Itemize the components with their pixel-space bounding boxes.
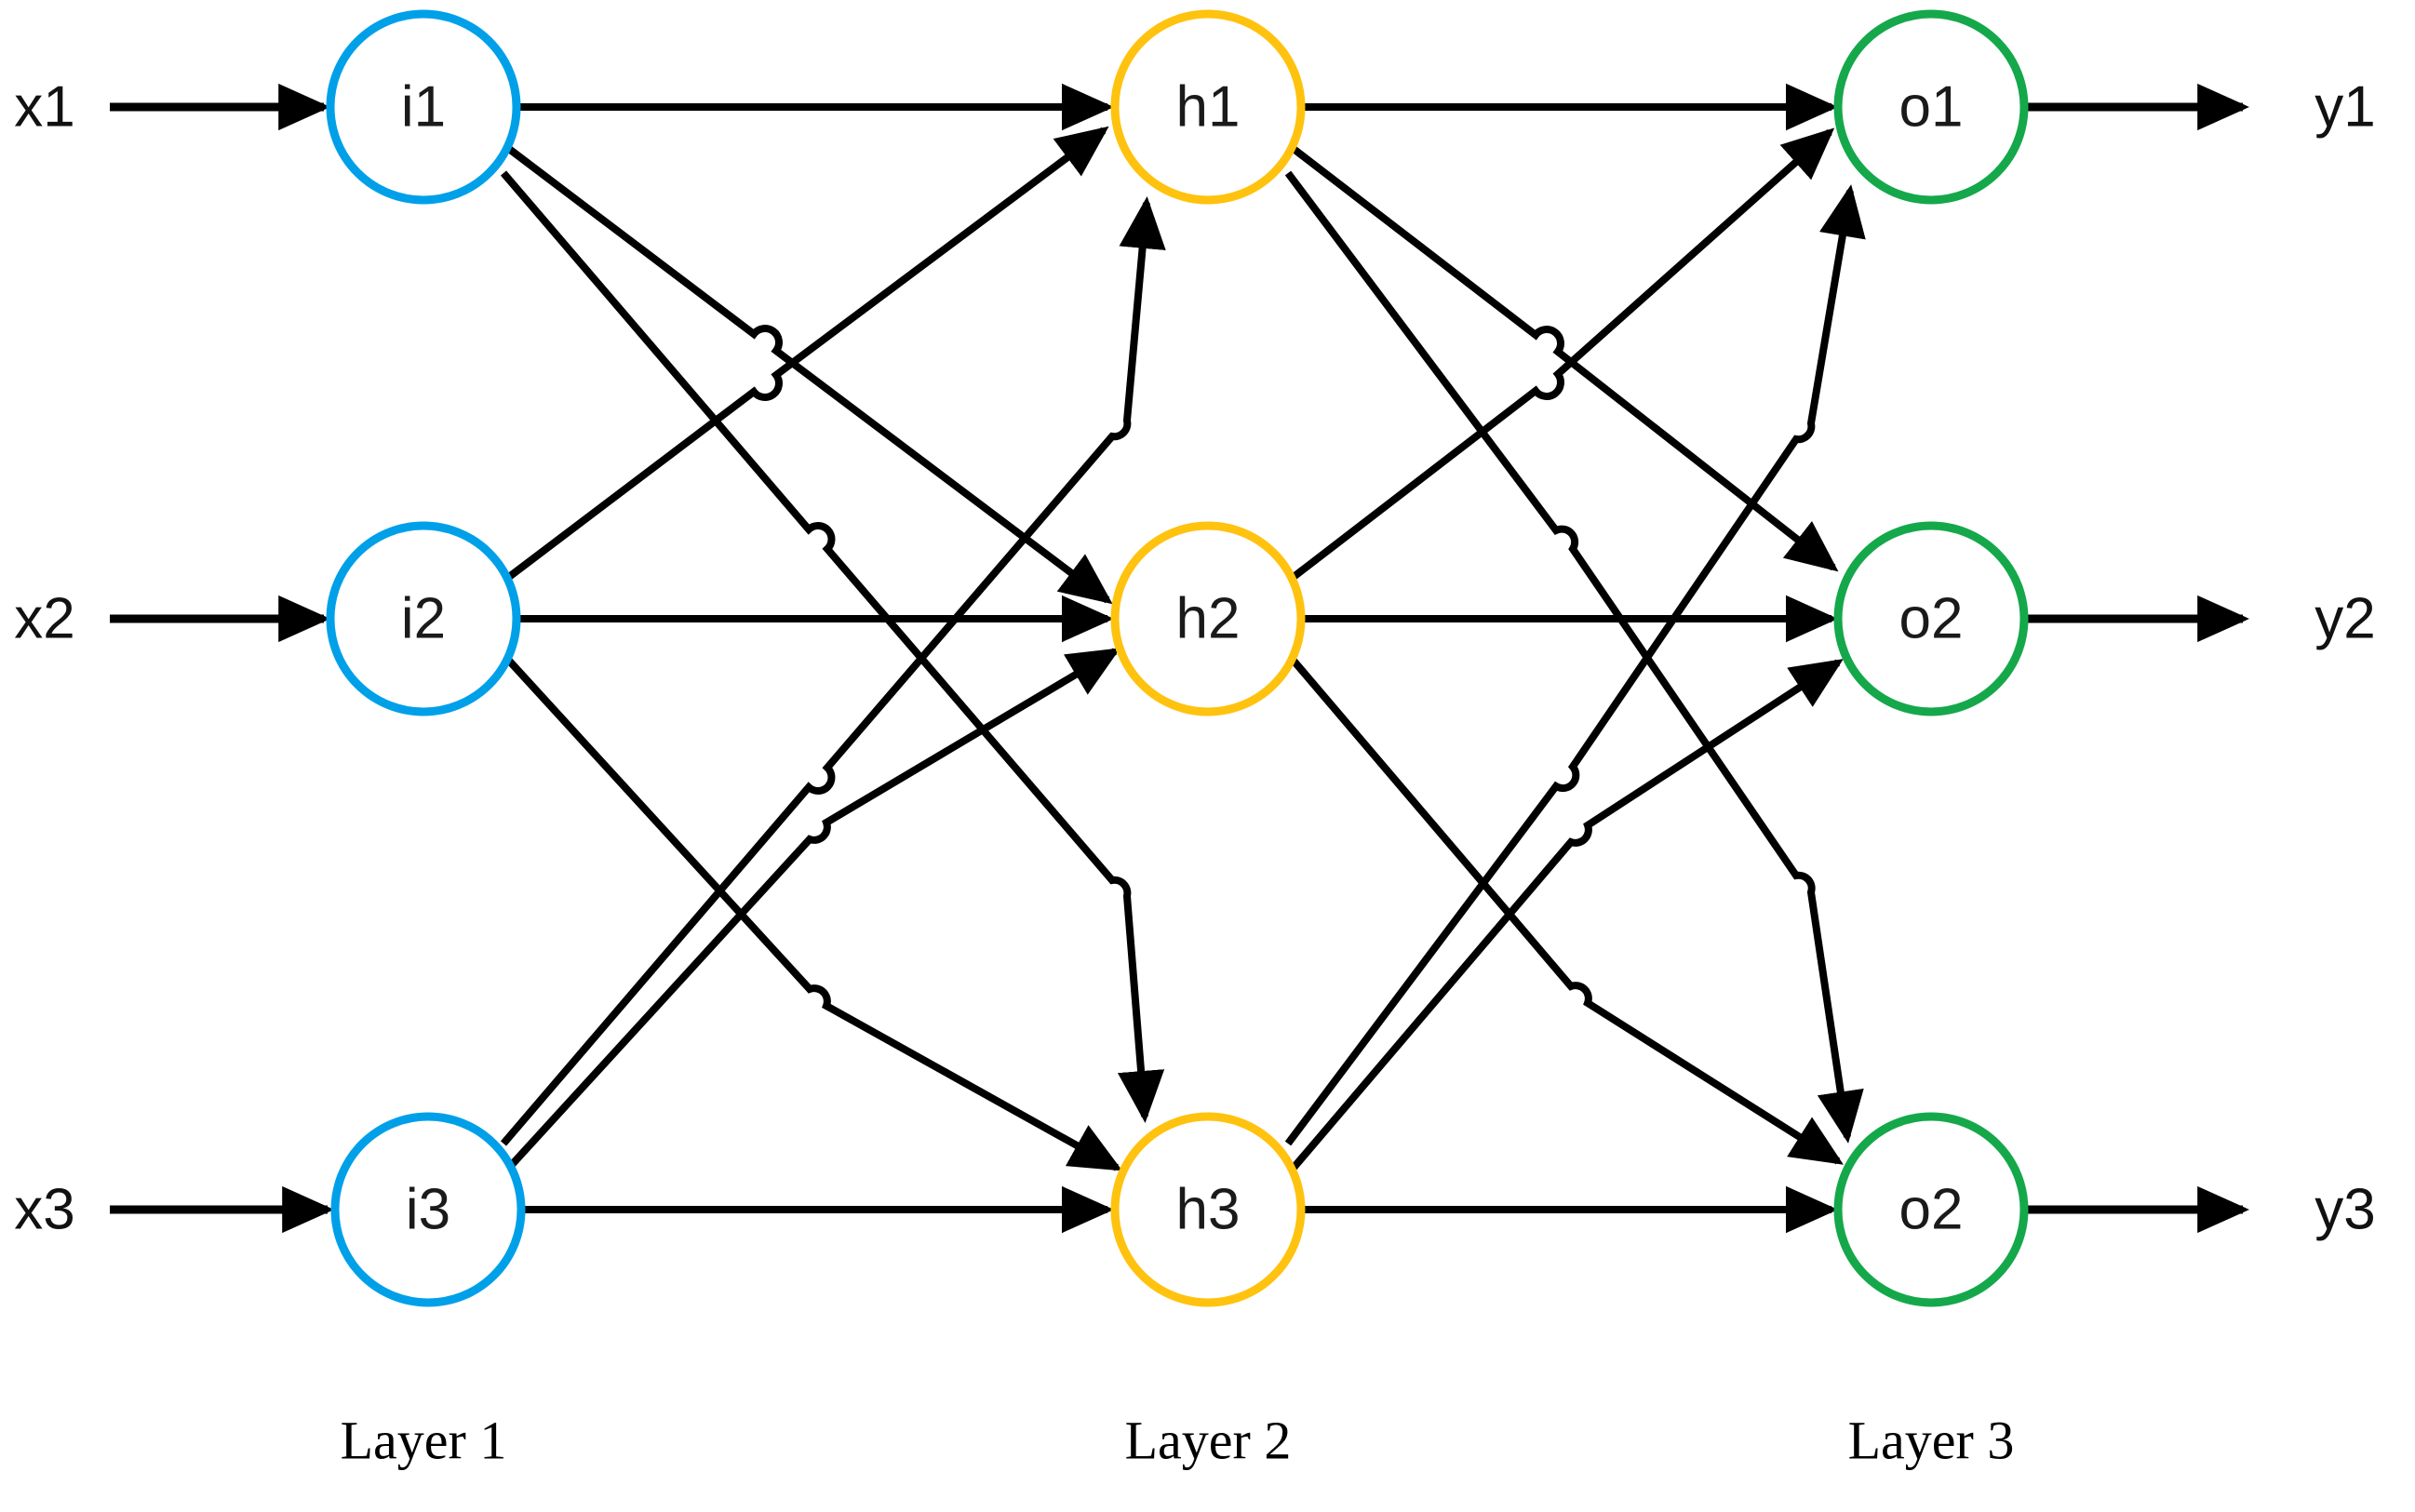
node-circle-i2[interactable] (326, 521, 521, 716)
node-label-o1: o1 (1899, 75, 1964, 140)
edge-i3-h1 (500, 196, 1166, 1146)
node-group-layer2: h1 h2 h3 (1110, 9, 1306, 1307)
node-h1[interactable]: h1 (1110, 9, 1306, 205)
edge-h1-o2-bottom (1284, 170, 1864, 1144)
node-label-o2-mid: o2 (1899, 587, 1964, 651)
node-label-i2: i2 (401, 587, 446, 651)
edge-group-hidden-to-output (1284, 83, 1866, 1234)
edge-i1-h3 (500, 170, 1165, 1123)
layer-caption-2: Layer 2 (1125, 1411, 1292, 1471)
edge-i2-h1 (506, 126, 1109, 581)
output-label-y2: y2 (2314, 587, 2375, 651)
input-label-x3: x3 (14, 1178, 74, 1242)
layer-caption-1: Layer 1 (341, 1411, 507, 1471)
edge-group-input-to-hidden (500, 83, 1166, 1234)
node-circle-o2-mid[interactable] (1833, 521, 2029, 716)
node-h2[interactable]: h2 (1110, 521, 1306, 716)
node-o2-mid[interactable]: o2 (1833, 521, 2029, 716)
output-arrow-group (2027, 83, 2249, 1234)
layer-caption-group: Layer 1 Layer 2 Layer 3 (341, 1411, 2015, 1471)
node-i1[interactable]: i1 (326, 9, 521, 205)
input-label-x1: x1 (14, 75, 74, 140)
output-label-y1: y1 (2314, 75, 2375, 140)
output-label-y3: y3 (2314, 1178, 2375, 1242)
edge-h1-o2-mid (1291, 145, 1839, 572)
input-arrow-group (110, 83, 334, 1234)
node-label-i3: i3 (406, 1178, 450, 1242)
layer-caption-3: Layer 3 (1848, 1411, 2015, 1471)
node-label-h2: h2 (1176, 587, 1241, 651)
node-circle-o2-bottom[interactable] (1833, 1112, 2029, 1307)
node-circle-i3[interactable] (330, 1112, 526, 1307)
edge-h3-o1 (1284, 184, 1866, 1146)
node-label-h1: h1 (1176, 75, 1241, 140)
node-circle-i1[interactable] (326, 9, 521, 205)
node-circle-h3[interactable] (1110, 1112, 1306, 1307)
node-label-o2-bottom: o2 (1899, 1178, 1964, 1242)
node-label-i1: i1 (401, 75, 446, 140)
node-label-h3: h3 (1176, 1178, 1241, 1242)
input-label-x2: x2 (14, 587, 74, 651)
node-o1[interactable]: o1 (1833, 9, 2029, 205)
edge-h2-o1 (1291, 127, 1835, 581)
node-group-layer1: i1 i2 i3 (326, 9, 526, 1307)
node-h3[interactable]: h3 (1110, 1112, 1306, 1307)
node-circle-o1[interactable] (1833, 9, 2029, 205)
node-group-layer3: o1 o2 o2 (1833, 9, 2029, 1307)
edge-h3-o2-mid (1290, 659, 1844, 1171)
node-i2[interactable]: i2 (326, 521, 521, 716)
output-label-group: y1 y2 y3 (2314, 75, 2375, 1242)
edge-i3-h2 (506, 648, 1121, 1171)
node-i3[interactable]: i3 (330, 1112, 526, 1307)
edge-i1-h2 (506, 145, 1113, 605)
edge-h2-o2-bottom (1290, 658, 1844, 1165)
node-o2-bottom[interactable]: o2 (1833, 1112, 2029, 1307)
node-circle-h1[interactable] (1110, 9, 1306, 205)
edge-i2-h3 (506, 658, 1123, 1171)
node-circle-h2[interactable] (1110, 521, 1306, 716)
input-label-group: x1 x2 x3 (14, 75, 74, 1242)
